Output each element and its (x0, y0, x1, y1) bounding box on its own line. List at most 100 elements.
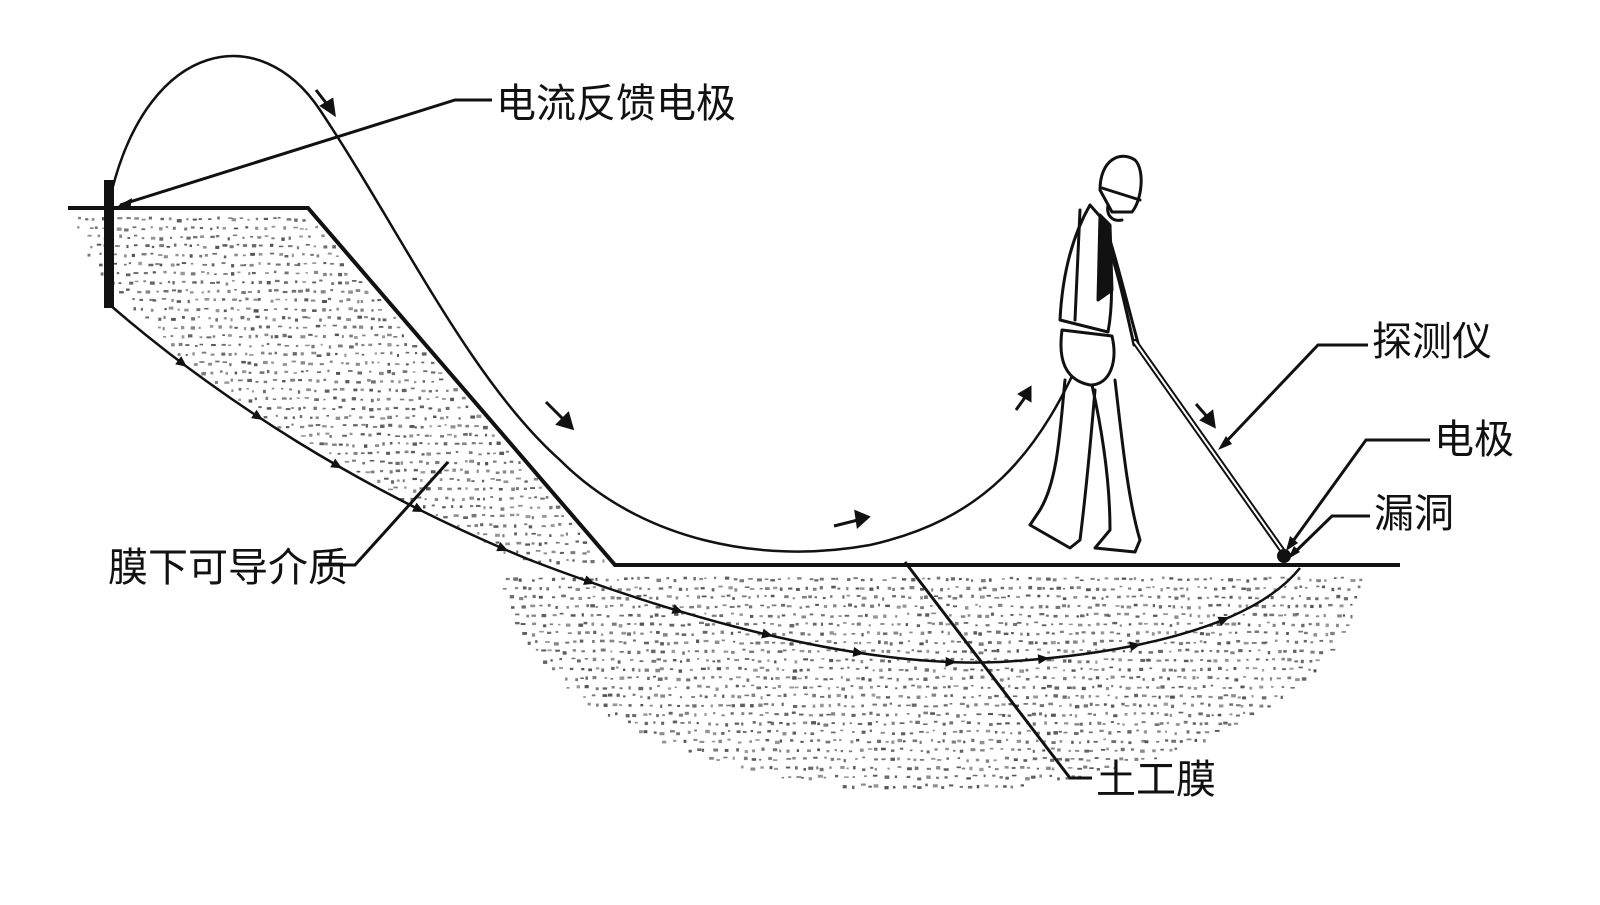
soil-speck (1223, 721, 1228, 725)
soil-speck (1226, 641, 1231, 645)
soil-speck (714, 605, 718, 609)
soil-speck (162, 336, 167, 338)
soil-speck (551, 577, 556, 582)
soil-speck (561, 515, 564, 517)
soil-speck (239, 217, 244, 219)
soil-speck (335, 416, 341, 420)
soil-speck (339, 387, 345, 391)
soil-speck (826, 749, 830, 753)
soil-speck (1084, 749, 1089, 753)
soil-speck (305, 369, 309, 372)
soil-speck (1039, 774, 1042, 778)
soil-speck (1267, 705, 1271, 708)
soil-speck (1011, 774, 1017, 777)
soil-speck (393, 486, 398, 489)
soil-speck (387, 369, 391, 374)
soil-speck (805, 605, 810, 608)
soil-speck (316, 379, 320, 383)
soil-speck (978, 587, 982, 591)
soil-speck (1042, 749, 1046, 752)
soil-speck (1073, 596, 1078, 599)
soil-speck (602, 694, 608, 697)
soil-speck (959, 594, 963, 598)
soil-speck (420, 425, 424, 429)
soil-speck (883, 723, 887, 726)
soil-speck (699, 740, 705, 743)
soil-speck (1179, 694, 1183, 698)
soil-speck (870, 766, 874, 769)
soil-speck (725, 684, 728, 689)
soil-speck (1169, 577, 1174, 580)
soil-speck (586, 550, 590, 553)
soil-speck (866, 631, 870, 634)
soil-speck (938, 621, 943, 626)
soil-speck (387, 362, 391, 366)
soil-speck (189, 244, 192, 248)
soil-speck (1142, 678, 1145, 681)
soil-speck (159, 282, 162, 285)
soil-speck (495, 471, 500, 475)
soil-speck (1066, 686, 1072, 689)
soil-speck (332, 324, 338, 327)
soil-speck (1042, 676, 1047, 680)
soil-speck (292, 352, 297, 356)
soil-speck (377, 361, 380, 364)
soil-speck (258, 244, 263, 247)
soil-speck (1079, 614, 1085, 618)
soil-speck (541, 613, 547, 618)
soil-speck (204, 297, 210, 301)
soil-speck (437, 486, 443, 491)
soil-speck (1072, 686, 1076, 690)
soil-speck (909, 585, 915, 590)
soil-speck (876, 586, 880, 590)
soil-speck (1028, 585, 1033, 590)
soil-speck (1179, 740, 1183, 743)
soil-speck (1077, 767, 1082, 770)
soil-speck (1275, 631, 1279, 635)
soil-speck (424, 498, 427, 500)
soil-speck (116, 227, 122, 231)
soil-speck (322, 407, 326, 410)
soil-speck (942, 642, 946, 645)
soil-speck (861, 677, 865, 681)
soil-speck (1097, 721, 1102, 725)
soil-speck (675, 632, 680, 636)
soil-speck (618, 624, 623, 628)
soil-speck (1095, 695, 1100, 698)
soil-speck (843, 776, 849, 778)
soil-speck (420, 478, 423, 482)
soil-speck (1074, 714, 1078, 718)
soil-speck (763, 702, 769, 706)
soil-speck (1020, 632, 1023, 636)
soil-speck (293, 372, 297, 374)
soil-speck (987, 641, 992, 644)
soil-speck (942, 732, 947, 736)
soil-speck (909, 732, 914, 735)
soil-speck (1169, 713, 1172, 717)
soil-speck (322, 308, 326, 312)
soil-speck (970, 658, 974, 661)
soil-speck (590, 613, 594, 617)
soil-speck (805, 622, 808, 625)
soil-speck (721, 595, 726, 598)
soil-speck (1116, 612, 1121, 616)
soil-speck (1228, 686, 1233, 689)
soil-speck (330, 262, 334, 265)
soil-speck (681, 633, 687, 637)
soil-speck (1106, 747, 1109, 751)
soil-speck (701, 748, 705, 752)
soil-speck (1139, 704, 1142, 708)
soil-speck (225, 371, 228, 375)
soil-speck (946, 757, 949, 760)
soil-speck (639, 622, 645, 626)
soil-speck (897, 757, 900, 761)
soil-speck (809, 613, 814, 616)
soil-speck (182, 254, 185, 257)
soil-speck (1218, 696, 1223, 700)
soil-speck (1204, 586, 1207, 589)
soil-speck (600, 648, 606, 652)
soil-speck (1081, 676, 1085, 680)
soil-speck (592, 675, 597, 680)
soil-speck (947, 595, 952, 598)
soil-speck (705, 729, 710, 734)
